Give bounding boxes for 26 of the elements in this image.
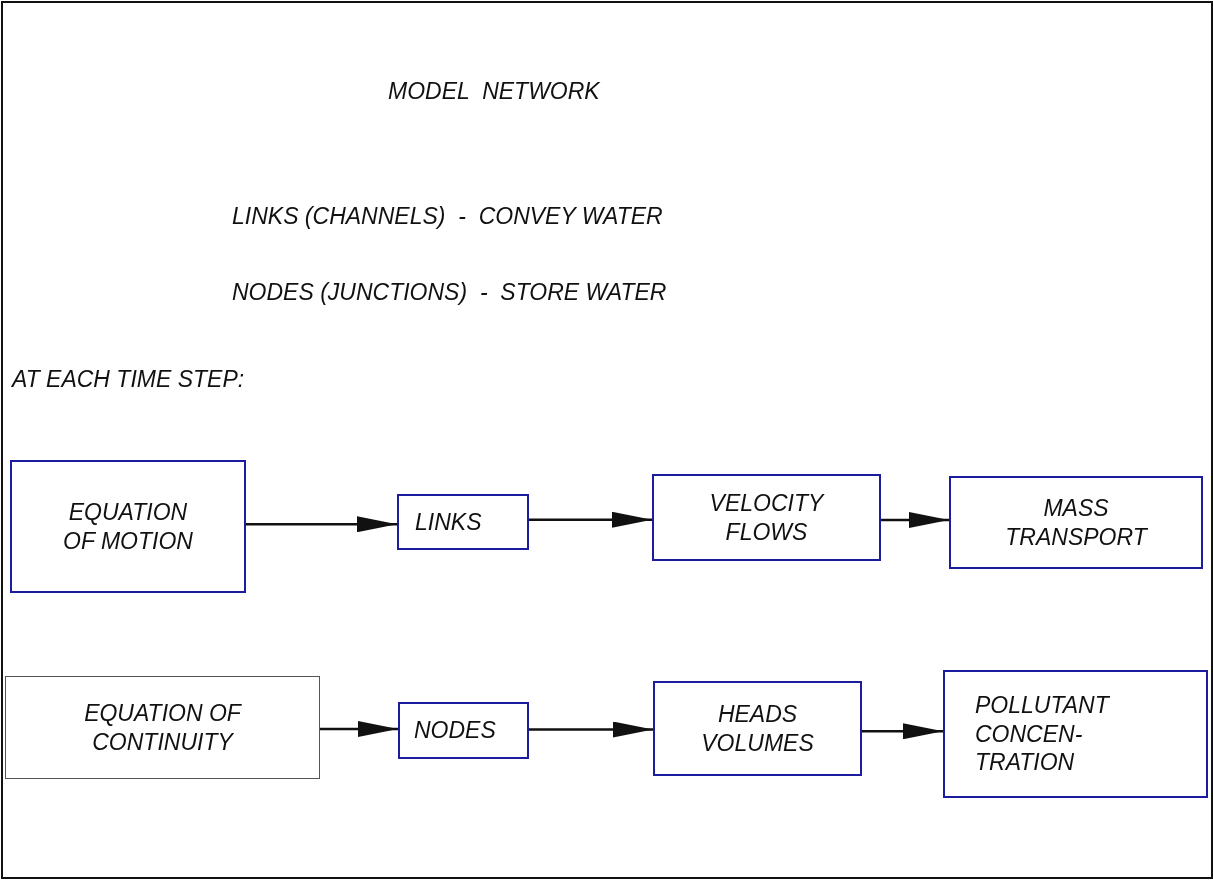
arrow (529, 721, 653, 738)
box-label: EQUATION OF MOTION (62, 497, 194, 556)
process-box (653, 681, 862, 776)
process-box (5, 676, 320, 779)
note-text: NODES (JUNCTIONS) - STORE WATER (232, 279, 667, 306)
note-text: LINKS (CHANNELS) - CONVEY WATER (232, 203, 663, 230)
arrow (320, 721, 398, 737)
process-box (398, 702, 529, 759)
box-label: HEADS VOLUMES (700, 699, 815, 758)
box-label: NODES (414, 716, 496, 745)
arrow (246, 516, 397, 533)
arrow (881, 512, 949, 528)
box-label: POLLUTANT CONCEN- TRATION (975, 690, 1110, 778)
box-label: LINKS (415, 507, 482, 537)
diagram-title: MODEL NETWORK (388, 78, 600, 105)
process-box (949, 476, 1203, 569)
process-box (943, 670, 1208, 798)
arrow (862, 723, 943, 740)
note-text: AT EACH TIME STEP: (12, 366, 245, 393)
box-label: MASS TRANSPORT (1004, 493, 1149, 552)
process-box (10, 460, 246, 593)
arrow (529, 511, 652, 528)
box-label: VELOCITY FLOWS (708, 488, 826, 547)
process-box (397, 494, 529, 550)
process-box (652, 474, 881, 561)
box-label: EQUATION OF CONTINUITY (83, 698, 243, 757)
